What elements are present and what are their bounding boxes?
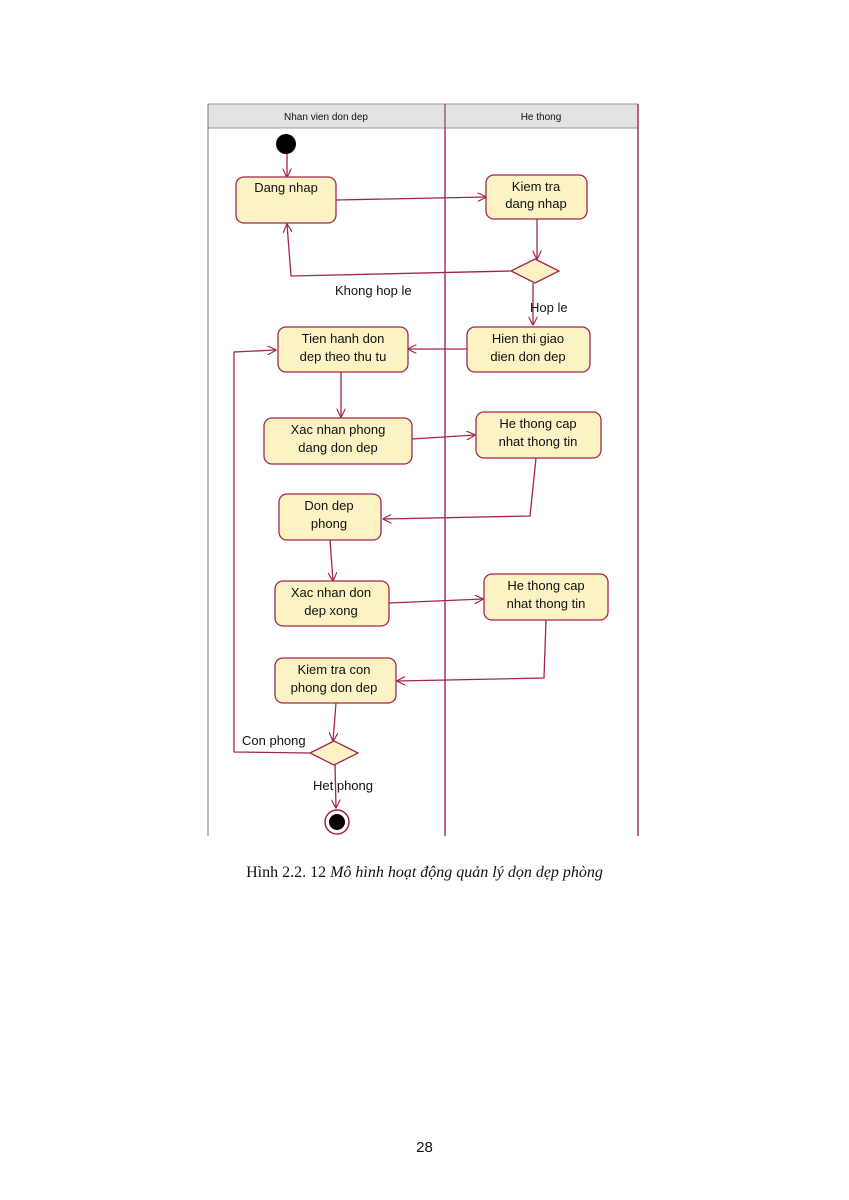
lane-title-system: He thong — [521, 112, 562, 123]
lane-header-bar — [207, 103, 639, 129]
flow-edges — [233, 154, 547, 808]
guard-more-rooms: Con phong — [242, 733, 306, 748]
flow-clean-room-to-confirm-done — [330, 539, 333, 581]
activity-tien-hanh-don-dep: Tien hanh don dep theo thu tu — [277, 326, 409, 373]
swimlane-frame: Nhan vien don dep He thong — [207, 103, 639, 836]
activity-label-line2: dep xong — [304, 603, 358, 618]
activity-label-line2: dang nhap — [505, 196, 566, 211]
activity-cap-nhat-1: He thong cap nhat thong tin — [475, 411, 602, 459]
flow-update-2-to-check-rooms — [397, 619, 547, 681]
caption-title: Mô hình hoạt động quản lý dọn dẹp phòng — [330, 864, 603, 881]
activity-label-line1: Don dep — [304, 498, 353, 513]
activity-label-line2: dien don dep — [490, 349, 565, 364]
activity-label-line2: dep theo thu tu — [300, 349, 387, 364]
flow-check-rooms-to-decision — [333, 702, 336, 741]
activity-label-line1: Kiem tra con — [298, 662, 371, 677]
activity-label-line2: phong — [311, 516, 347, 531]
activity-label-line1: Hien thi giao — [492, 331, 564, 346]
caption-prefix: Hình 2.2. 12 — [246, 864, 327, 881]
figure-caption: Hình 2.2. 12 Mô hình hoạt động quản lý d… — [0, 864, 849, 882]
guard-invalid: Khong hop le — [335, 283, 412, 298]
activity-xac-nhan-xong: Xac nhan don dep xong — [274, 580, 390, 627]
activity-label: Dang nhap — [254, 180, 318, 195]
activity-label-line2: phong don dep — [291, 680, 378, 695]
activity-label-line1: Tien hanh don — [302, 331, 385, 346]
activity-label-line1: Xac nhan phong — [291, 422, 386, 437]
activity-cap-nhat-2: He thong cap nhat thong tin — [483, 573, 609, 621]
activity-hien-thi-giao-dien: Hien thi giao dien don dep — [466, 326, 591, 373]
activity-xac-nhan-phong: Xac nhan phong dang don dep — [263, 417, 413, 465]
lane-title-staff: Nhan vien don dep — [284, 112, 368, 123]
page-number: 28 — [416, 1139, 433, 1156]
activity-label-line1: Xac nhan don — [291, 585, 371, 600]
decision-login-valid — [509, 258, 561, 284]
flow-login-to-check — [335, 197, 486, 200]
activity-kiem-tra-con-phong: Kiem tra con phong don dep — [274, 657, 397, 704]
activity-don-dep-phong: Don dep phong — [278, 493, 382, 541]
decision-rooms-left — [308, 740, 360, 766]
activity-label-line2: nhat thong tin — [499, 434, 578, 449]
activity-label-line1: He thong cap — [499, 416, 576, 431]
start-node — [276, 134, 296, 154]
flow-more-rooms-loop — [233, 350, 311, 754]
activity-dang-nhap: Dang nhap — [235, 176, 337, 224]
guard-valid: Hop le — [530, 300, 568, 315]
flow-confirm-room-to-update-1 — [411, 435, 475, 439]
activity-label-line1: Kiem tra — [512, 179, 561, 194]
activity-label-line1: He thong cap — [507, 578, 584, 593]
flow-update-1-to-clean-room — [383, 457, 537, 519]
activity-kiem-tra-dang-nhap: Kiem tra dang nhap — [485, 174, 588, 220]
guard-no-rooms: Het phong — [313, 778, 373, 793]
flow-invalid-back-to-login — [287, 224, 512, 277]
end-node — [324, 809, 350, 835]
activity-label-line2: dang don dep — [298, 440, 378, 455]
flow-no-rooms-to-end — [335, 763, 336, 808]
activity-label-line2: nhat thong tin — [507, 596, 586, 611]
flow-confirm-done-to-update-2 — [388, 599, 483, 603]
